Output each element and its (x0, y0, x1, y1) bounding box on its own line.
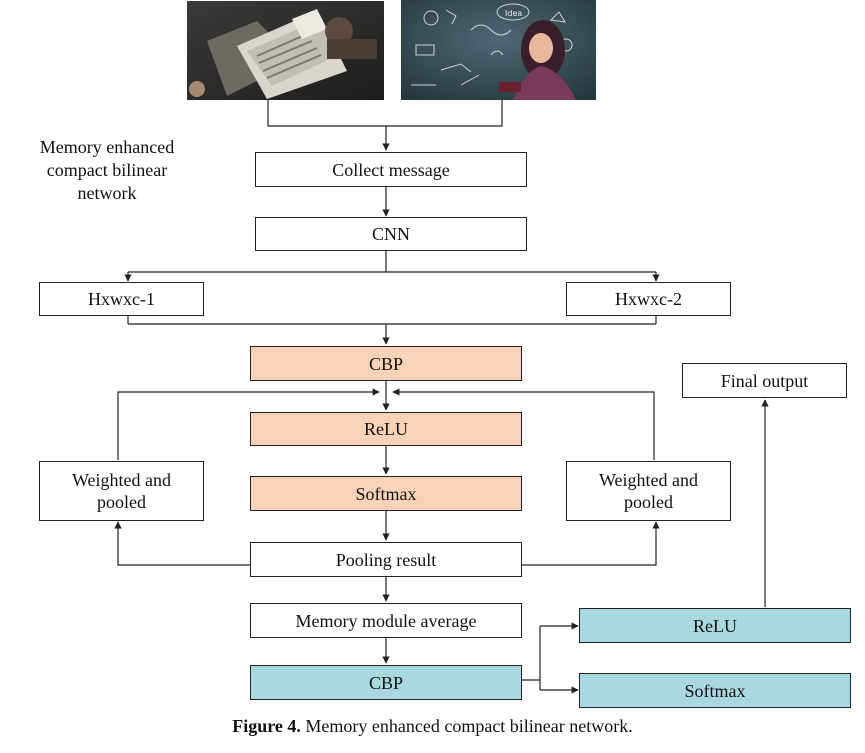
hxwxc-2-box: Hxwxc-2 (566, 282, 731, 316)
pooling-result-box: Pooling result (250, 542, 522, 577)
collect-message-box: Collect message (255, 152, 527, 187)
relu-mid-box: ReLU (250, 412, 522, 446)
figure-caption-text: Memory enhanced compact bilinear network… (300, 716, 633, 736)
cnn-box: CNN (255, 217, 527, 251)
softmax-mid-box: Softmax (250, 476, 522, 511)
relu-right-box: ReLU (579, 608, 851, 643)
memory-module-average-box: Memory module average (250, 603, 522, 638)
weighted-pooled-left-box: Weighted and pooled (39, 461, 204, 521)
cbp-bottom-box: CBP (250, 665, 522, 700)
figure-caption-label: Figure 4. (232, 716, 301, 736)
softmax-right-box: Softmax (579, 673, 851, 708)
newspaper-photo (187, 1, 384, 100)
weighted-pooled-right-box: Weighted and pooled (566, 461, 731, 521)
figure-caption: Figure 4. Memory enhanced compact biline… (0, 716, 865, 737)
hxwxc-1-box: Hxwxc-1 (39, 282, 204, 316)
cbp-top-box: CBP (250, 346, 522, 381)
side-title: Memory enhanced compact bilinear network (39, 137, 175, 203)
thinking-woman-photo: Idea (401, 0, 596, 100)
svg-text:Idea: Idea (505, 9, 522, 18)
final-output-box: Final output (682, 363, 847, 398)
